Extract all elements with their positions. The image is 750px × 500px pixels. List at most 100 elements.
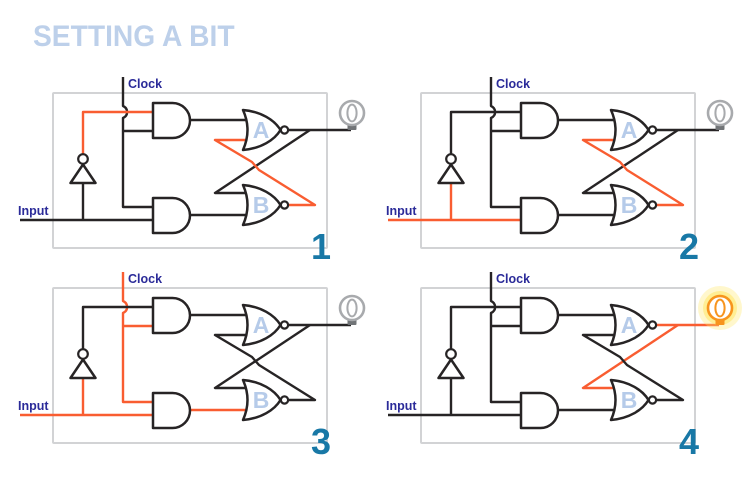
bulb-icon: [338, 294, 366, 325]
gate-b-label: B: [253, 192, 270, 218]
circuit-diagram: A B Clock Input 4: [386, 272, 742, 462]
clock-label: Clock: [496, 272, 530, 286]
bulb-shell: [338, 99, 366, 127]
nor-a-bubble: [647, 320, 658, 330]
nor-b-bubble: [279, 395, 290, 405]
wire-clock-line: [121, 77, 155, 209]
and-gate-bottom: [519, 196, 560, 235]
panel-step-2: A B Clock Input 2: [368, 75, 743, 267]
wire-feedback-a-to-b: [213, 128, 311, 195]
panel-number: 3: [311, 421, 331, 460]
nor-a-bubble: [279, 125, 290, 135]
nor-gate-b: B: [241, 378, 290, 422]
panel-border: [420, 92, 696, 249]
circuit-diagram: A B Clock Input 1: [18, 77, 366, 267]
wire-clock-line: [121, 272, 155, 404]
gate-b-label: B: [621, 192, 638, 218]
wire-clock-line: [489, 272, 523, 404]
wire-clock-line: [489, 77, 523, 209]
bulb-shell: [338, 294, 366, 322]
wire-inverter-output: [81, 110, 155, 154]
clock-label: Clock: [496, 77, 530, 91]
nor-a-bubble: [647, 125, 658, 135]
inverter-gate: [437, 153, 465, 185]
nor-gate-b: B: [609, 378, 658, 422]
panel-step-3: A B Clock Input 3: [0, 270, 375, 462]
nor-gate-a: A: [609, 303, 658, 347]
inverter-bubble: [445, 153, 457, 165]
gate-b-label: B: [621, 387, 638, 413]
bulb-filament: [346, 103, 358, 123]
nor-gate-b: B: [609, 183, 658, 227]
gate-a-label: A: [621, 312, 638, 338]
and-gate-bottom: [151, 196, 192, 235]
panel-number: 1: [311, 226, 331, 265]
inverter-triangle: [69, 358, 97, 380]
bulb-icon: [698, 286, 742, 330]
input-label: Input: [386, 399, 417, 413]
and-gate-top: [519, 296, 560, 335]
panel-border: [52, 92, 328, 249]
wire-feedback-b-to-a: [581, 333, 685, 402]
nor-a-body: [241, 108, 282, 152]
and-gate-top: [151, 296, 192, 335]
circuit-diagram: A B Clock Input 3: [18, 272, 366, 462]
nor-gate-a: A: [609, 108, 658, 152]
wire-feedback-a-to-b: [581, 128, 679, 195]
wire-input-line: [388, 378, 523, 417]
wire-feedback-b-to-a: [213, 138, 317, 207]
inverter-gate: [69, 153, 97, 185]
inverter-gate: [437, 348, 465, 380]
inverter-bubble: [77, 153, 89, 165]
wire-inverter-output: [449, 110, 523, 154]
wire-feedback-a-to-b: [213, 323, 311, 390]
nor-b-bubble: [279, 200, 290, 210]
and-gate-top: [519, 101, 560, 140]
panel-step-1: A B Clock Input 1: [0, 75, 375, 267]
bulb-filament: [714, 103, 726, 123]
inverter-gate: [69, 348, 97, 380]
and-gate-bottom: [151, 391, 192, 430]
wire-feedback-b-to-a: [581, 138, 685, 207]
inverter-bubble: [445, 348, 457, 360]
wire-feedback-b-to-a: [213, 333, 317, 402]
wire-input-line: [388, 183, 523, 222]
inverter-bubble: [77, 348, 89, 360]
and-gate-bottom: [519, 391, 560, 430]
nor-b-body: [241, 183, 282, 227]
nor-a-body: [609, 303, 650, 347]
gate-a-label: A: [253, 117, 270, 143]
panel-number: 4: [679, 421, 699, 460]
nor-gate-a: A: [241, 303, 290, 347]
nor-b-bubble: [647, 200, 658, 210]
gate-a-label: A: [253, 312, 270, 338]
bulb-shell: [706, 294, 734, 322]
inverter-triangle: [437, 358, 465, 380]
wire-inverter-output: [81, 305, 155, 349]
inverter-triangle: [437, 163, 465, 185]
nor-b-bubble: [647, 395, 658, 405]
panel-number: 2: [679, 226, 699, 265]
nor-a-body: [241, 303, 282, 347]
circuit-diagram: A B Clock Input 2: [386, 77, 734, 267]
bulb-filament: [714, 298, 726, 318]
panel-step-4: A B Clock Input 4: [368, 270, 743, 462]
nor-b-body: [609, 378, 650, 422]
nor-a-bubble: [279, 320, 290, 330]
bulb-filament: [346, 298, 358, 318]
nor-gate-a: A: [241, 108, 290, 152]
input-label: Input: [18, 399, 49, 413]
nor-b-body: [241, 378, 282, 422]
page-title: SETTING A BIT: [33, 20, 235, 53]
nor-gate-b: B: [241, 183, 290, 227]
wire-input-line: [20, 378, 155, 417]
nor-b-body: [609, 183, 650, 227]
panel-border: [420, 287, 696, 444]
inverter-triangle: [69, 163, 97, 185]
clock-label: Clock: [128, 77, 162, 91]
gate-b-label: B: [253, 387, 270, 413]
wire-input-line: [20, 183, 155, 222]
bulb-icon: [338, 99, 366, 130]
nor-a-body: [609, 108, 650, 152]
